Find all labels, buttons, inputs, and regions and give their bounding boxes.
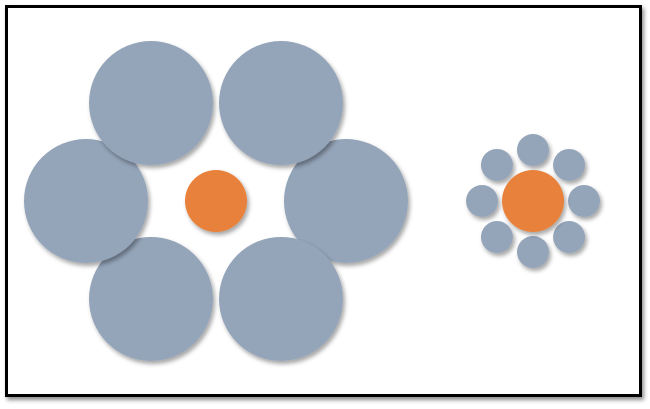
surround-circle-large	[219, 236, 343, 361]
surround-circle-small	[553, 148, 586, 181]
surround-circle-small	[553, 221, 586, 254]
surround-circle-small	[517, 134, 549, 166]
surround-circle-large	[219, 41, 343, 166]
surround-circle-small	[466, 185, 498, 217]
surround-circle-small	[517, 236, 549, 268]
surround-circle-large	[89, 236, 213, 361]
surround-circle-large	[24, 139, 148, 263]
small-surround-group	[466, 134, 600, 268]
surround-circle-small	[480, 148, 513, 181]
surround-circle-large	[284, 139, 408, 263]
target-circle	[185, 170, 247, 232]
surround-circle-small	[480, 221, 513, 254]
target-circle	[502, 170, 564, 232]
surround-circle-small	[568, 185, 600, 217]
surround-circle-large	[89, 41, 213, 166]
large-surround-group	[24, 41, 408, 361]
